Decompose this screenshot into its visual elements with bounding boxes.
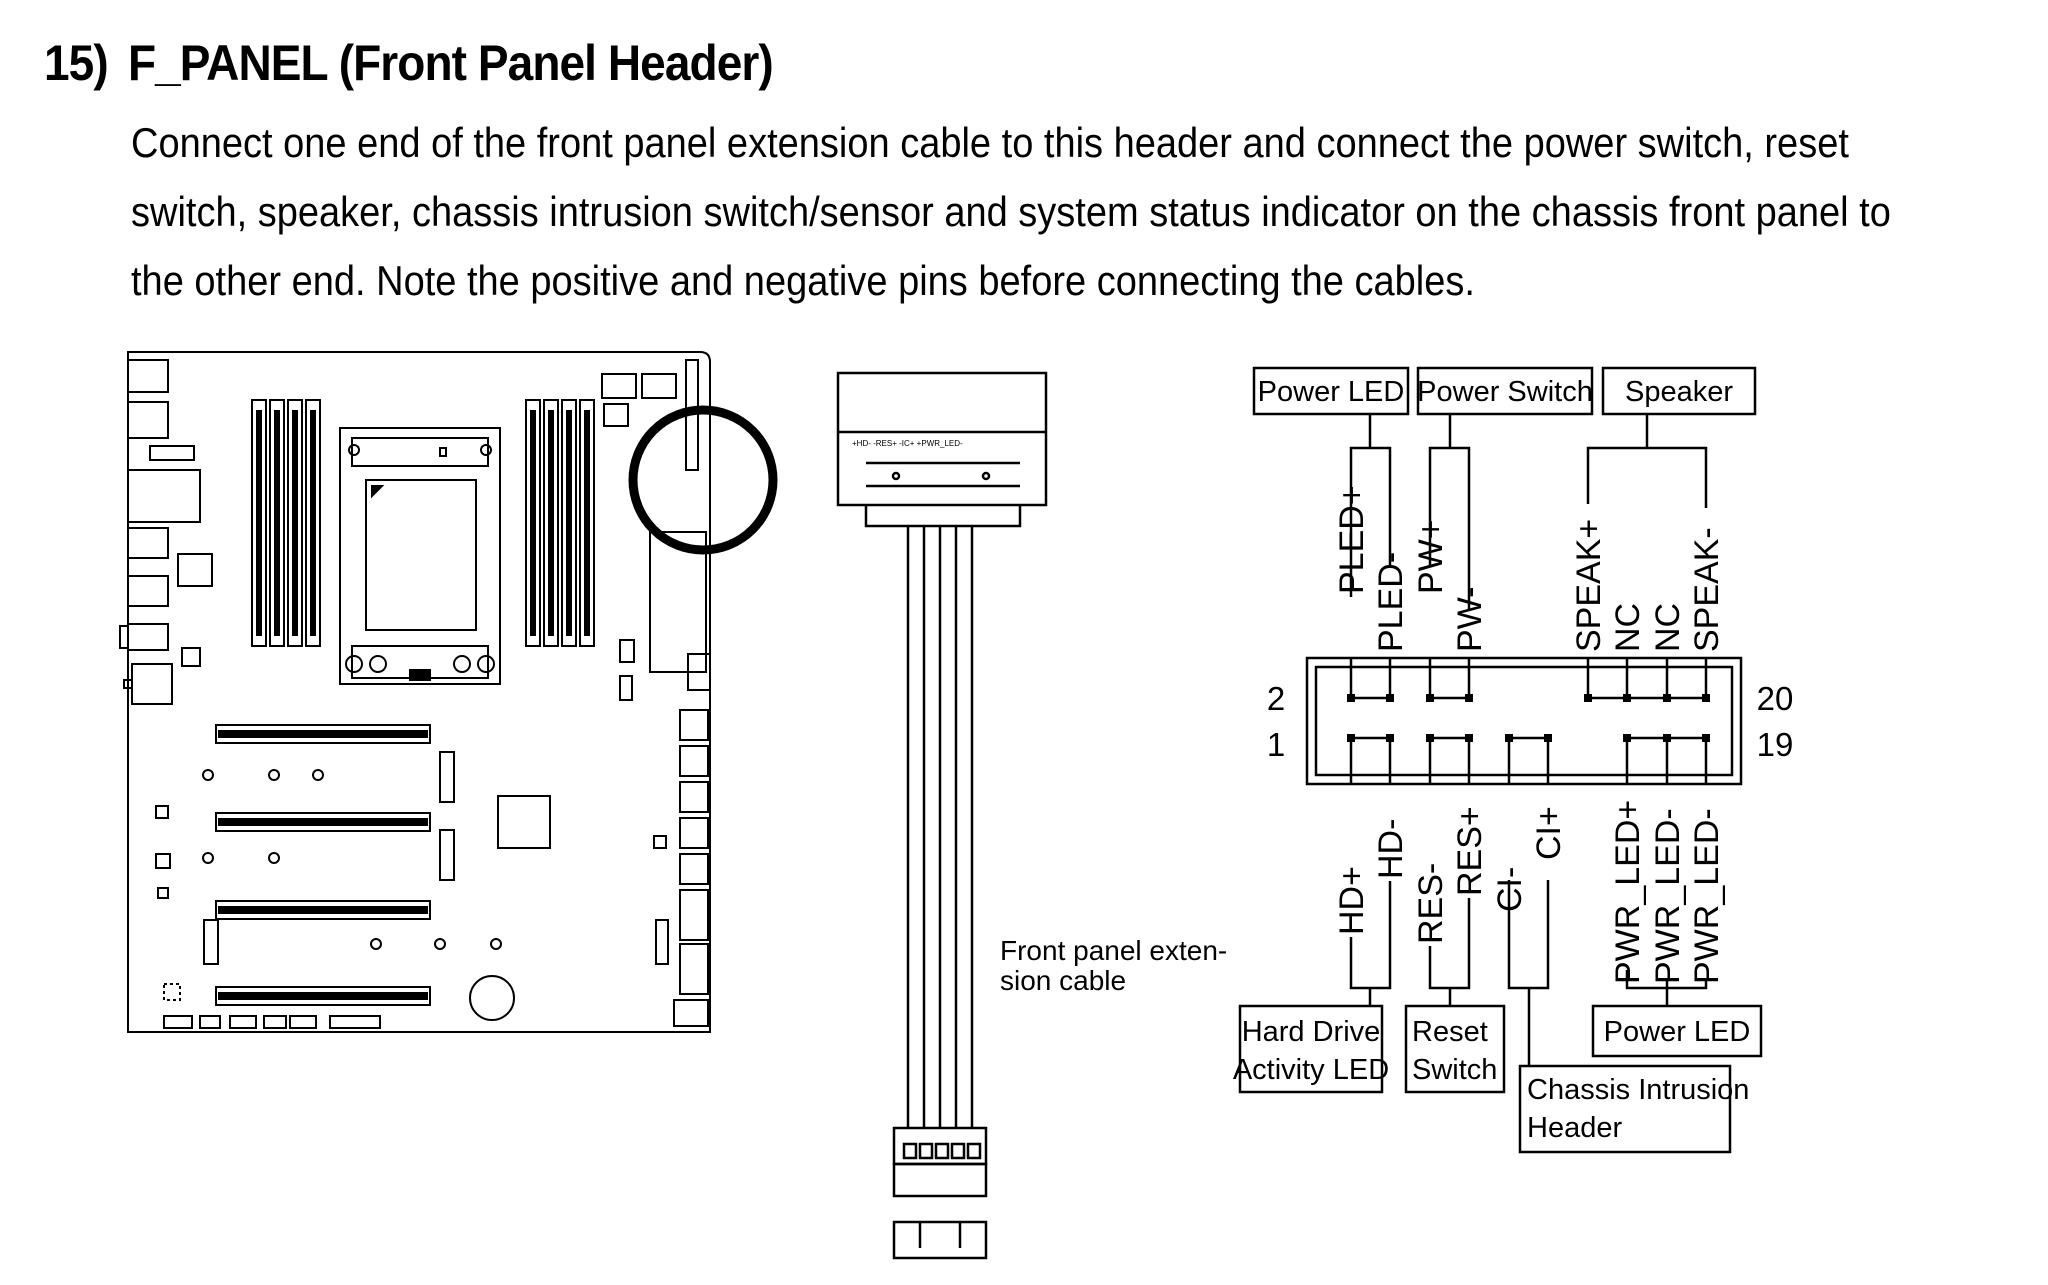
description-line: the other end. Note the positive and neg… (131, 257, 1475, 304)
pin-label-ci-plus: CI+ (1530, 806, 1568, 860)
bottom-group-boxes (1238, 1004, 1763, 1154)
top-group-boxes (1252, 366, 1757, 416)
group-label-chassis-line2: Header (1527, 1112, 1622, 1144)
header-wiring (1347, 414, 1710, 1066)
cable-label-line1: Front panel exten- (1000, 935, 1227, 966)
pin-label-speak-plus: SPEAK+ (1570, 519, 1608, 652)
description-line: switch, speaker, chassis intrusion switc… (131, 188, 1891, 235)
pin-number-2: 2 (1267, 680, 1285, 717)
pin-label-hd-minus: HD- (1372, 819, 1410, 879)
description-line: Connect one end of the front panel exten… (131, 119, 1849, 166)
pin-label-pw-plus: PW+ (1412, 519, 1450, 594)
cable-label-line2: sion cable (1000, 965, 1126, 996)
pin-label-pwr-led-minus-2: PWR_LED- (1688, 808, 1726, 984)
pin-label-pwr-led-plus: PWR_LED+ (1609, 800, 1647, 984)
group-label-power-led: Power LED (1258, 376, 1405, 408)
bottom-pin-labels: HD+ HD- RES- RES+ CI- CI+ PWR_LED+ PWR_L… (1333, 800, 1726, 984)
pin-label-res-minus: RES- (1412, 863, 1450, 944)
pin-label-speak-minus: SPEAK- (1688, 527, 1726, 652)
pin-label-nc-2: NC (1649, 603, 1687, 652)
pin-label-pled-minus: PLED- (1372, 552, 1410, 652)
front-panel-cable (836, 371, 1048, 1260)
group-label-reset-line2: Switch (1412, 1054, 1497, 1086)
pin-label-pwr-led-minus-1: PWR_LED- (1649, 808, 1687, 984)
pin-number-1: 1 (1267, 726, 1285, 763)
group-label-speaker: Speaker (1625, 376, 1733, 408)
section-heading: 15) F_PANEL (Front Panel Header) (44, 34, 774, 92)
pin-label-pw-minus: PW- (1451, 587, 1489, 652)
top-pin-labels: PLED+ PLED- PW+ PW- SPEAK+ NC NC SPEAK- (1333, 485, 1726, 652)
motherboard-illustration (119, 351, 778, 1033)
group-label-chassis-line1: Chassis Intrusion (1527, 1074, 1749, 1106)
group-label-power-switch: Power Switch (1417, 376, 1593, 408)
pin-number-20: 20 (1757, 680, 1794, 717)
section-description: Connect one end of the front panel exten… (131, 108, 1891, 315)
group-label-power-led-bottom: Power LED (1604, 1016, 1751, 1048)
cable-connector-text: +HD- -RES+ -IC+ +PWR_LED- (852, 439, 963, 448)
pin-header (1305, 656, 1743, 786)
pin-label-res-plus: RES+ (1451, 806, 1489, 896)
group-label-hdd-line1: Hard Drive (1242, 1016, 1381, 1048)
pin-label-pled-plus: PLED+ (1333, 485, 1371, 594)
group-label-hdd-line2: Activity LED (1233, 1054, 1389, 1086)
section-title: F_PANEL (Front Panel Header) (127, 35, 774, 91)
pin-label-ci-minus: CI- (1491, 867, 1529, 912)
pin-number-19: 19 (1757, 726, 1794, 763)
group-label-reset-line1: Reset (1412, 1016, 1488, 1048)
pin-label-nc-1: NC (1609, 603, 1647, 652)
pin-label-hd-plus: HD+ (1333, 866, 1371, 935)
section-number: 15) (44, 35, 109, 91)
